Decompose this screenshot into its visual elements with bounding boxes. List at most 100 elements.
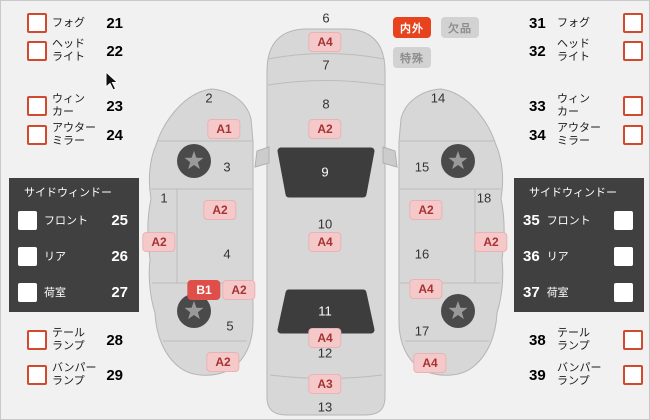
right-item-bumper-lamp: 39 バンパー ランプ: [529, 361, 643, 389]
side-window-cargo-right-number: 37: [523, 283, 540, 301]
side-window-cargo-right-checkbox[interactable]: [614, 282, 633, 302]
right-item-winker: 33 ウィン カー: [529, 92, 643, 120]
side-window-cargo-right-row: 37 荷室: [514, 274, 644, 310]
left-item-fog: フォグ 21: [27, 9, 123, 37]
side-window-cargo-left-label: 荷室: [44, 287, 66, 299]
car-zone-13[interactable]: 13: [317, 399, 333, 415]
car-zone-15[interactable]: 15: [414, 159, 430, 175]
damage-badge-A4[interactable]: A4: [308, 32, 342, 52]
headlight-right-number: 32: [529, 42, 546, 60]
outer-mirror-left-checkbox[interactable]: [27, 125, 47, 145]
winker-right-label: ウィン カー: [557, 93, 590, 118]
car-zone-11[interactable]: 11: [318, 303, 332, 319]
left-item-bumper-lamp: バンパー ランプ 29: [27, 361, 123, 389]
car-zone-5[interactable]: 5: [226, 318, 234, 334]
damage-badge-A4[interactable]: A4: [409, 279, 443, 299]
left-side-panel[interactable]: [147, 88, 254, 376]
side-window-front-right-row: 35 フロント: [514, 202, 644, 238]
bumper-lamp-left-number: 29: [106, 366, 123, 384]
car-zone-12[interactable]: 12: [317, 345, 333, 361]
side-window-title-right: サイドウィンドー: [529, 187, 617, 199]
tail-lamp-left-label: テール ランプ: [52, 327, 85, 352]
car-zone-9[interactable]: 9: [321, 164, 329, 180]
left-item-tail-lamp: テール ランプ 28: [27, 326, 123, 354]
car-zone-18[interactable]: 18: [476, 190, 492, 206]
tag-missing-part-button[interactable]: 欠品: [441, 17, 479, 38]
car-zone-8[interactable]: 8: [322, 96, 330, 112]
tail-lamp-right-number: 38: [529, 331, 546, 349]
headlight-right-checkbox[interactable]: [623, 41, 643, 61]
winker-right-checkbox[interactable]: [623, 96, 643, 116]
damage-badge-A2[interactable]: A2: [474, 232, 508, 252]
car-zone-6[interactable]: 6: [322, 10, 330, 26]
outer-mirror-right-checkbox[interactable]: [623, 125, 643, 145]
damage-badge-B1[interactable]: B1: [187, 280, 221, 300]
outer-mirror-left-label: アウター ミラー: [52, 122, 96, 147]
car-zone-16[interactable]: 16: [414, 246, 430, 262]
left-item-headlight: ヘッド ライト 22: [27, 37, 123, 65]
winker-left-checkbox[interactable]: [27, 96, 47, 116]
tag-special-button[interactable]: 特殊: [393, 47, 431, 68]
side-window-front-right-number: 35: [523, 211, 540, 229]
right-mirror: [382, 146, 398, 168]
right-rear-wheel: [441, 294, 475, 328]
fog-right-checkbox[interactable]: [623, 13, 643, 33]
damage-badge-A2[interactable]: A2: [203, 200, 237, 220]
fog-left-checkbox[interactable]: [27, 13, 47, 33]
side-window-rear-right-checkbox[interactable]: [614, 246, 633, 266]
tail-lamp-left-checkbox[interactable]: [27, 330, 47, 350]
damage-badge-A2[interactable]: A2: [308, 119, 342, 139]
left-mirror: [254, 146, 270, 168]
car-zone-3[interactable]: 3: [223, 159, 231, 175]
right-item-headlight: 32 ヘッド ライト: [529, 37, 643, 65]
winker-left-label: ウィン カー: [52, 93, 85, 118]
car-zone-1[interactable]: 1: [160, 190, 168, 206]
car-zone-17[interactable]: 17: [414, 323, 430, 339]
car-zone-14[interactable]: 14: [430, 90, 446, 106]
side-window-cargo-left-checkbox[interactable]: [18, 282, 37, 302]
side-window-rear-left-label: リア: [44, 251, 66, 263]
side-window-front-left-label: フロント: [44, 215, 88, 227]
headlight-left-number: 22: [106, 42, 123, 60]
damage-badge-A3[interactable]: A3: [308, 374, 342, 394]
headlight-left-checkbox[interactable]: [27, 41, 47, 61]
left-rear-wheel: [177, 294, 211, 328]
fog-left-number: 21: [106, 14, 123, 32]
bumper-lamp-right-checkbox[interactable]: [623, 365, 643, 385]
tail-lamp-right-checkbox[interactable]: [623, 330, 643, 350]
tail-lamp-left-number: 28: [106, 331, 123, 349]
side-window-rear-left-checkbox[interactable]: [18, 246, 37, 266]
damage-badge-A2[interactable]: A2: [409, 200, 443, 220]
side-window-front-left-row: フロント 25: [9, 202, 139, 238]
damage-badge-A1[interactable]: A1: [207, 119, 241, 139]
right-item-outer-mirror: 34 アウター ミラー: [529, 121, 643, 149]
damage-badge-A4[interactable]: A4: [308, 328, 342, 348]
damage-badge-A2[interactable]: A2: [206, 352, 240, 372]
right-side-panel[interactable]: [398, 88, 505, 376]
damage-badge-A2[interactable]: A2: [222, 280, 256, 300]
tag-inner-outer-button[interactable]: 内外: [393, 17, 431, 38]
side-window-panel-right: サイドウィンドー 35 フロント 36 リア 37 荷室: [514, 178, 644, 312]
side-window-panel-left: サイドウィンドー フロント 25 リア 26 荷室 27: [9, 178, 139, 312]
car-zone-7[interactable]: 7: [322, 57, 330, 73]
side-window-rear-right-number: 36: [523, 247, 540, 265]
side-window-front-right-checkbox[interactable]: [614, 210, 633, 230]
car-zone-10[interactable]: 10: [317, 216, 333, 232]
damage-badge-A2[interactable]: A2: [142, 232, 176, 252]
side-window-rear-right-label: リア: [546, 251, 569, 263]
bumper-lamp-left-checkbox[interactable]: [27, 365, 47, 385]
car-zone-4[interactable]: 4: [223, 246, 231, 262]
side-window-front-left-checkbox[interactable]: [18, 210, 37, 230]
outer-mirror-right-label: アウター ミラー: [557, 122, 601, 147]
car-zone-2[interactable]: 2: [205, 90, 213, 106]
left-front-wheel: [177, 144, 211, 178]
winker-left-number: 23: [106, 97, 123, 115]
windshield[interactable]: [277, 147, 375, 198]
mouse-cursor-icon: [105, 71, 119, 91]
rear-window[interactable]: [277, 289, 375, 334]
damage-badge-A4[interactable]: A4: [413, 353, 447, 373]
damage-badge-A4[interactable]: A4: [308, 232, 342, 252]
right-item-tail-lamp: 38 テール ランプ: [529, 326, 643, 354]
side-window-front-left-number: 25: [111, 211, 128, 229]
side-window-front-right-label: フロント: [546, 215, 591, 227]
